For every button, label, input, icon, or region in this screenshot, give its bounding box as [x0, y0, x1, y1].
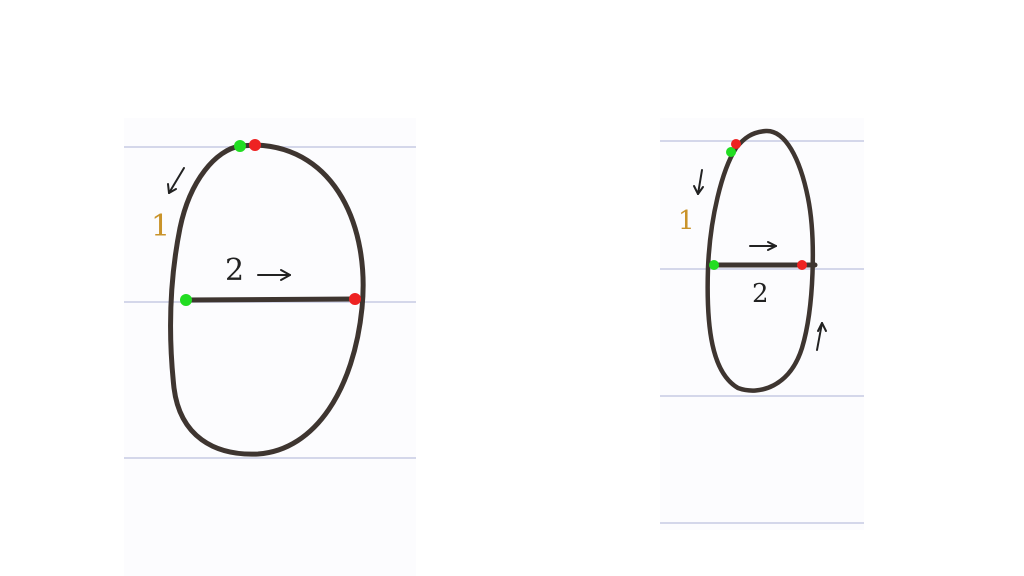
end-dot-oval — [249, 139, 261, 151]
guide-line-middle — [660, 268, 864, 270]
stroke-number-2: 2 — [225, 253, 245, 288]
stroke-number-2: 2 — [752, 279, 769, 309]
guide-line-baseline — [660, 522, 864, 524]
start-dot-crossbar — [709, 260, 719, 270]
arrow-down-icon — [693, 169, 704, 195]
left-letter-panel: 1 2 — [124, 118, 416, 576]
crossbar-stroke — [183, 296, 359, 303]
oval-stroke — [705, 128, 816, 393]
stroke-number-1: 1 — [151, 209, 171, 244]
end-dot-crossbar — [349, 293, 361, 305]
start-dot-oval — [234, 140, 246, 152]
theta-large-drawing — [167, 139, 366, 457]
arrow-right-icon — [749, 241, 777, 251]
arrow-right-icon — [257, 269, 291, 281]
start-dot-crossbar — [180, 294, 192, 306]
theta-small-drawing — [693, 128, 827, 393]
end-dot-oval — [731, 139, 741, 149]
guide-line-bottom — [124, 457, 416, 459]
end-dot-crossbar — [797, 260, 807, 270]
guide-line-bottom — [660, 395, 864, 397]
guide-line-top — [660, 140, 864, 142]
right-letter-panel: 1 2 — [660, 118, 864, 530]
arrow-up-icon — [816, 322, 827, 351]
stroke-number-1: 1 — [678, 206, 695, 236]
oval-stroke — [168, 142, 366, 457]
start-dot-oval — [726, 147, 736, 157]
arrow-down-left-icon — [167, 167, 185, 194]
